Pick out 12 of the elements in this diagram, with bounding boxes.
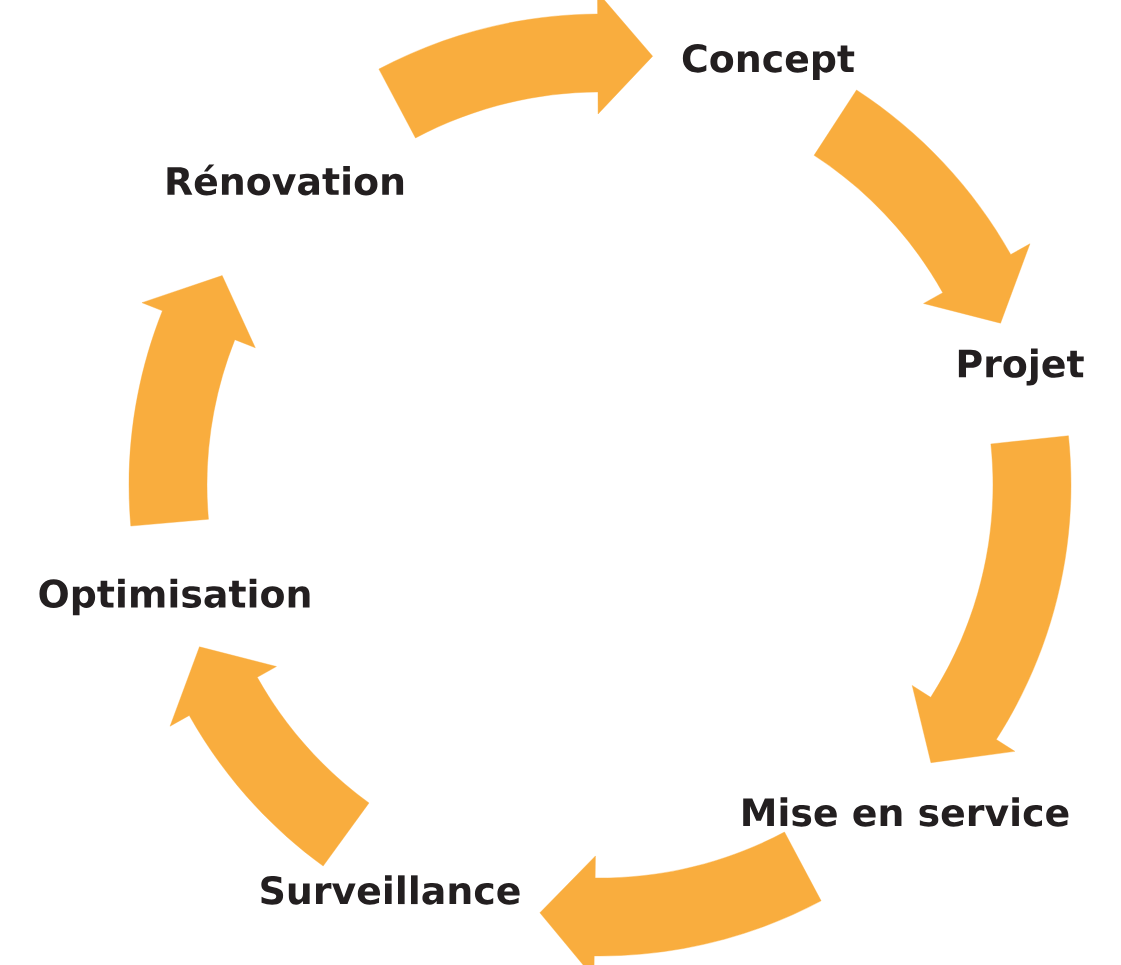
stage-label: Optimisation	[39, 578, 310, 616]
arrow	[911, 435, 1072, 763]
stage-label: Mise en service	[743, 797, 1069, 827]
arrow	[128, 275, 256, 527]
arrow	[539, 831, 822, 965]
stage-label: Concept	[682, 44, 855, 80]
stage-label: Projet	[958, 348, 1084, 386]
arrow	[813, 89, 1031, 324]
stage-label: Surveillance	[261, 875, 520, 905]
arrow	[378, 0, 653, 139]
stage-label: Rénovation	[167, 164, 404, 196]
arrow	[169, 646, 370, 867]
